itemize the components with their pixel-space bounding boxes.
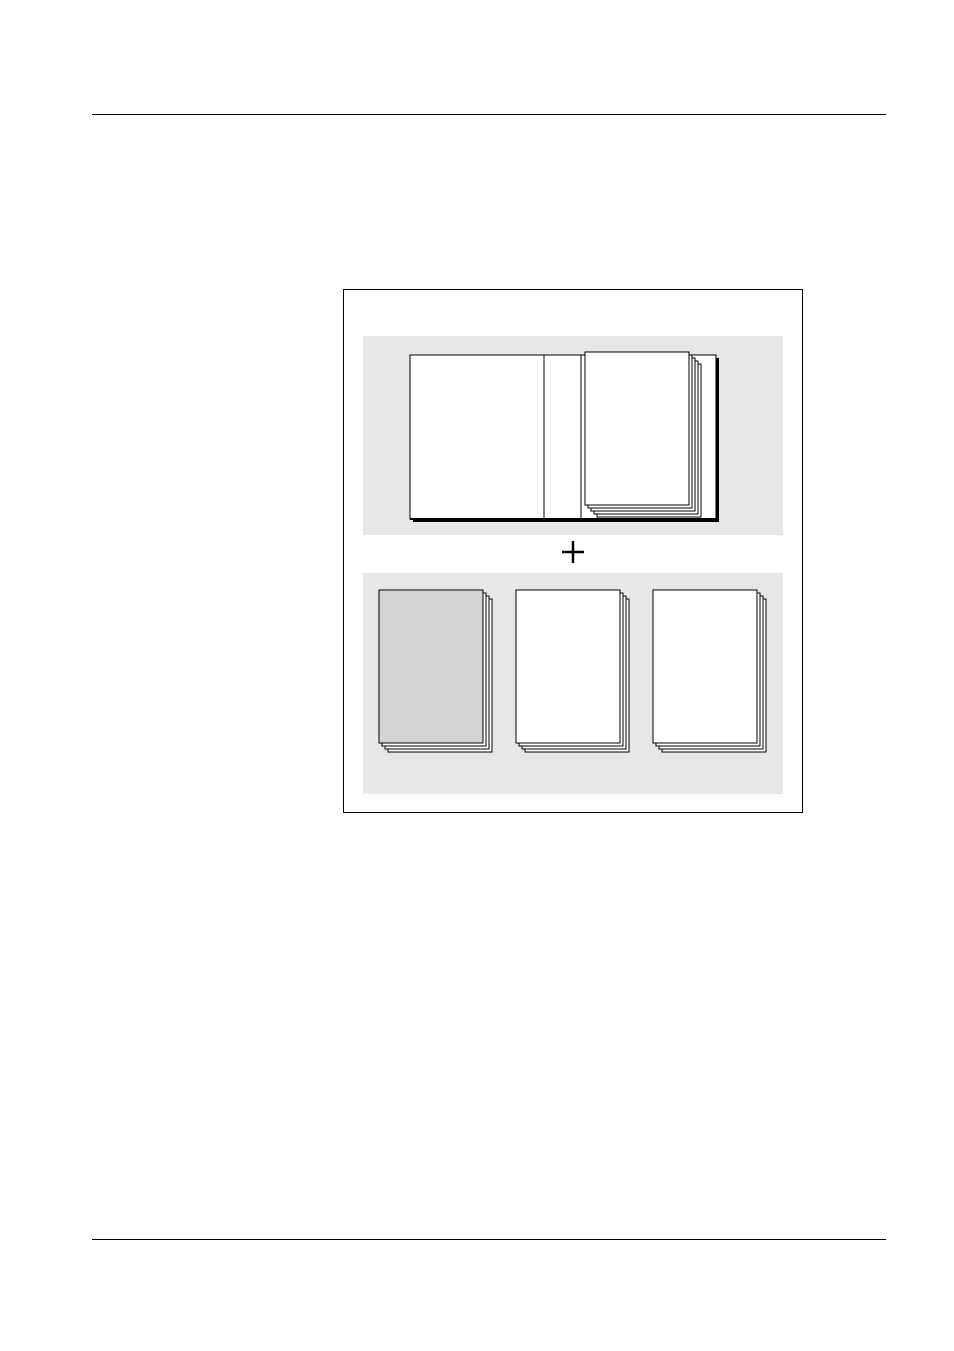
- gray-sheet-stack: [379, 590, 492, 752]
- binder-illustration: [410, 352, 719, 522]
- footer-rule: [92, 1239, 886, 1240]
- figure-illustration: [344, 290, 802, 812]
- inserted-sheet-stack: [585, 352, 701, 517]
- white-sheet-stack: [516, 590, 629, 752]
- white-sheet-stack: [653, 590, 766, 752]
- figure-frame: [343, 289, 803, 813]
- plus-icon: [562, 541, 584, 563]
- header-rule: [92, 114, 886, 115]
